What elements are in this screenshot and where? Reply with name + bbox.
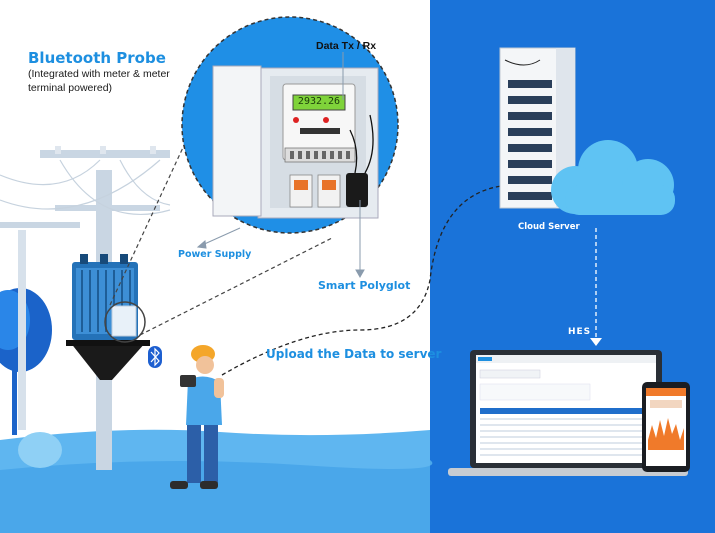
data-txrx-label: Data Tx / Rx: [316, 40, 377, 52]
upload-link: [221, 184, 511, 376]
annotation-arrows: [196, 52, 365, 279]
magnifier-ring: [104, 301, 146, 343]
page-title: Bluetooth Probe: [28, 49, 166, 67]
person-icon: [170, 345, 224, 489]
meter-display: [292, 94, 346, 111]
smart-polyglot-device: [346, 173, 368, 207]
transformer-icon: [66, 254, 150, 380]
hes-label: HES: [568, 327, 592, 337]
power-supply-label: Power Supply: [178, 249, 252, 260]
ground-shade: [0, 460, 433, 533]
bluetooth-icon: [148, 346, 162, 368]
laptop-icon: [448, 350, 688, 476]
phone-icon: [642, 382, 690, 472]
subtitle-line-2: terminal powered): [28, 82, 113, 94]
cloud-icon: [551, 140, 675, 215]
subtitle-line-1: (Integrated with meter & meter: [28, 68, 170, 80]
cloud-server-label: Cloud Server: [518, 222, 580, 232]
zoom-circle: [181, 16, 399, 234]
upload-label: Upload the Data to server: [266, 347, 442, 361]
meter-reading: 2932.26: [297, 96, 341, 107]
smart-polyglot-label: Smart Polyglot: [318, 279, 411, 292]
